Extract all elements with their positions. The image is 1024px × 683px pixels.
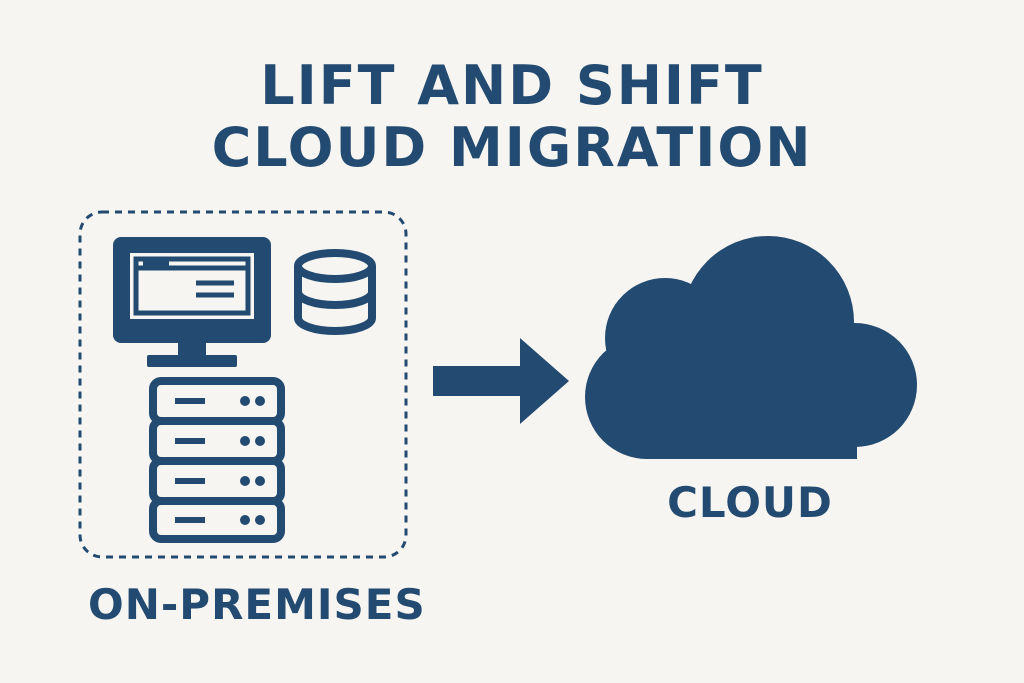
server-rack-icon	[149, 377, 285, 543]
server-unit	[149, 377, 285, 425]
arrow-right-icon	[433, 338, 569, 424]
server-unit	[149, 497, 285, 543]
page-title-line-1: LIFT AND SHIFT	[260, 54, 764, 117]
page-title-line-2: CLOUD MIGRATION	[211, 116, 813, 179]
server-unit	[149, 457, 285, 505]
on-premises-boundary	[78, 210, 408, 559]
on-premises-label: ON-PREMISES	[88, 580, 426, 629]
database-icon	[294, 249, 376, 335]
server-unit	[149, 417, 285, 465]
cloud-label: CLOUD	[667, 478, 833, 527]
cloud-icon	[585, 236, 917, 459]
monitor-icon	[113, 237, 271, 367]
